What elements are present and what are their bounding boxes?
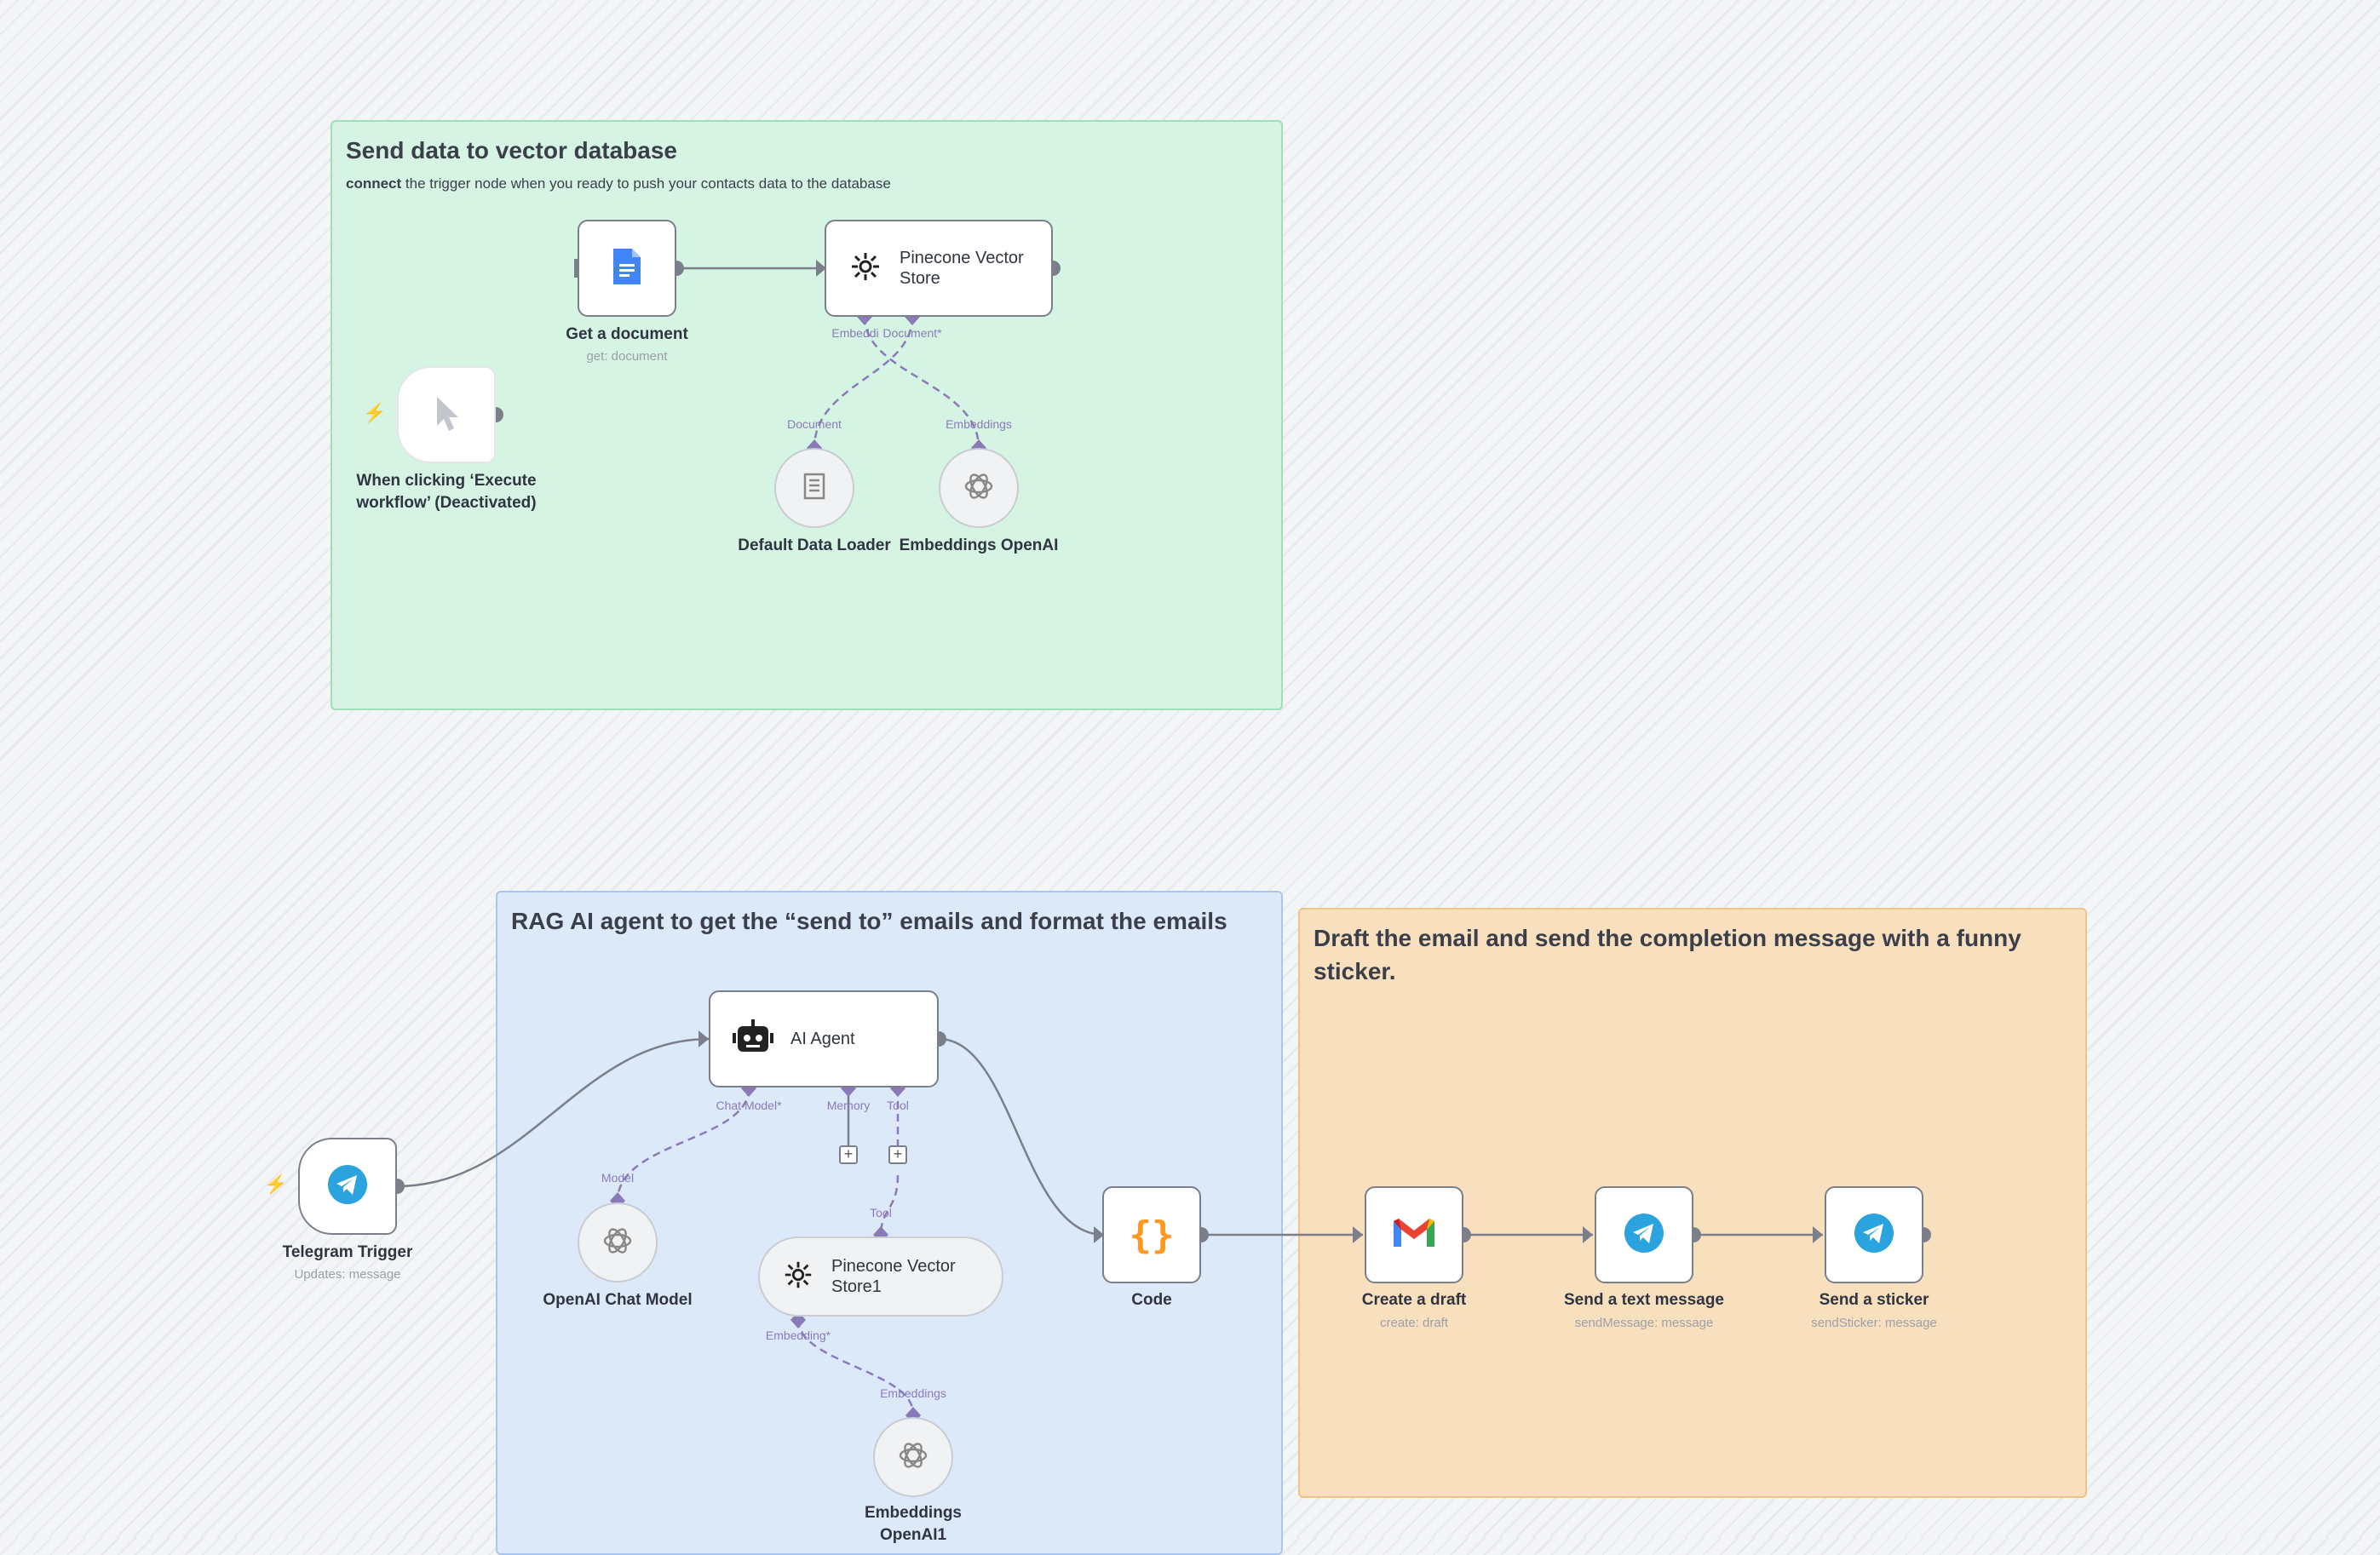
openai-icon — [962, 469, 996, 508]
pinecone-vector-store1-node[interactable]: Pinecone Vector Store1 — [758, 1237, 1003, 1317]
get-document-sublabel: get: document — [586, 349, 668, 364]
port-label-embeddings: Embeddings — [946, 417, 1012, 431]
input-arrow-pinecone — [816, 260, 826, 277]
get-document-label: Get a document — [566, 325, 688, 343]
embeddings-openai1-node[interactable] — [873, 1417, 953, 1497]
robot-icon — [733, 1018, 773, 1059]
create-draft-node[interactable] — [1365, 1186, 1463, 1283]
telegram-trigger-node[interactable] — [298, 1138, 397, 1235]
code-node[interactable]: {} — [1102, 1186, 1201, 1283]
manual-trigger-node[interactable] — [397, 366, 496, 463]
pinecone1-title: Pinecone Vector Store1 — [831, 1257, 956, 1296]
trigger-bolt-icon: ⚡ — [363, 402, 387, 423]
ai-agent-title: AI Agent — [790, 1030, 855, 1048]
port-label-pinecone1-tool: Tool — [870, 1206, 892, 1219]
connection-embeddings-to-pinecone — [863, 316, 980, 449]
gmail-icon — [1391, 1216, 1437, 1254]
port-label-pinecone-document: Document* — [882, 326, 942, 340]
pinecone-vector-store-node[interactable]: Pinecone Vector Store — [825, 220, 1053, 317]
ai-agent-node[interactable]: AI Agent — [709, 990, 939, 1087]
telegram-icon — [1854, 1213, 1894, 1258]
openai-icon — [601, 1224, 635, 1262]
manual-trigger-label: When clicking ‘Execute workflow’ (Deacti… — [356, 472, 537, 512]
create-draft-sublabel: create: draft — [1379, 1316, 1449, 1330]
send-sticker-node[interactable] — [1825, 1186, 1923, 1283]
connection-chat-model-to-agent — [616, 1087, 750, 1202]
cursor-icon — [432, 393, 461, 437]
default-data-loader-node[interactable] — [774, 448, 854, 528]
embeddings-openai-node[interactable] — [939, 448, 1019, 528]
port-label-pinecone-embedding: Embeddi — [831, 326, 879, 340]
connection-agent-to-code — [938, 1037, 1105, 1237]
pinecone-icon — [848, 250, 882, 288]
send-sticker-sublabel: sendSticker: message — [1811, 1316, 1937, 1330]
port-label-agent-chat-model: Chat Model* — [716, 1099, 782, 1112]
sticky-title: Send data to vector database — [346, 137, 678, 164]
document-icon — [803, 473, 825, 504]
input-arrow-ai-agent — [698, 1030, 709, 1047]
embeddings-openai1-label: Embeddings OpenAI1 — [864, 1504, 962, 1544]
code-label: Code — [1131, 1291, 1172, 1309]
pinecone-icon — [782, 1259, 814, 1295]
code-braces-icon: {} — [1129, 1213, 1175, 1257]
send-text-message-label: Send a text message — [1564, 1291, 1724, 1309]
create-draft-label: Create a draft — [1361, 1291, 1467, 1309]
port-label-chat-model: Model — [601, 1171, 635, 1185]
send-text-message-sublabel: sendMessage: message — [1574, 1316, 1714, 1330]
port-label-embeddings1: Embeddings — [880, 1386, 946, 1400]
port-label-loader-document: Document — [787, 417, 842, 431]
trigger-bolt-icon: ⚡ — [264, 1173, 288, 1195]
openai-chat-model-node[interactable] — [578, 1202, 658, 1282]
connection-pinecone1-to-agent-tool — [879, 1174, 900, 1236]
google-docs-icon — [612, 247, 642, 290]
input-arrow-code — [1094, 1226, 1104, 1243]
telegram-trigger-label: Telegram Trigger — [282, 1243, 413, 1261]
telegram-icon — [327, 1164, 368, 1209]
send-sticker-label: Send a sticker — [1819, 1291, 1929, 1309]
input-arrow-send-sticker — [1813, 1226, 1823, 1243]
get-document-node[interactable] — [578, 220, 676, 317]
add-memory-button[interactable]: + — [839, 1145, 858, 1164]
port-label-agent-tool: Tool — [887, 1099, 909, 1112]
port-label-pinecone1-embedding: Embedding* — [765, 1328, 831, 1342]
telegram-trigger-sublabel: Updates: message — [294, 1267, 401, 1282]
connection-embeddings1-to-pinecone1 — [796, 1319, 915, 1414]
input-arrow-create-draft — [1353, 1226, 1363, 1243]
openai-icon — [896, 1438, 930, 1477]
telegram-icon — [1624, 1213, 1664, 1258]
input-arrow-send-text — [1583, 1226, 1593, 1243]
port-label-agent-memory: Memory — [826, 1099, 871, 1112]
embeddings-openai-label: Embeddings OpenAI — [899, 537, 1059, 554]
sticky-description: connect the trigger node when you ready … — [346, 175, 891, 192]
openai-chat-model-label: OpenAI Chat Model — [543, 1291, 693, 1309]
connection-telegram-to-agent — [396, 1037, 710, 1188]
send-text-message-node[interactable] — [1595, 1186, 1693, 1283]
pinecone-title: Pinecone Vector Store — [900, 249, 1024, 288]
sticky-title: RAG AI agent to get the “send to” emails… — [511, 908, 1227, 934]
connection-loader-to-pinecone — [813, 316, 914, 449]
sticky-title: Draft the email and send the completion … — [1314, 925, 2021, 985]
add-tool-button[interactable]: + — [888, 1145, 907, 1164]
default-data-loader-label: Default Data Loader — [738, 537, 891, 554]
